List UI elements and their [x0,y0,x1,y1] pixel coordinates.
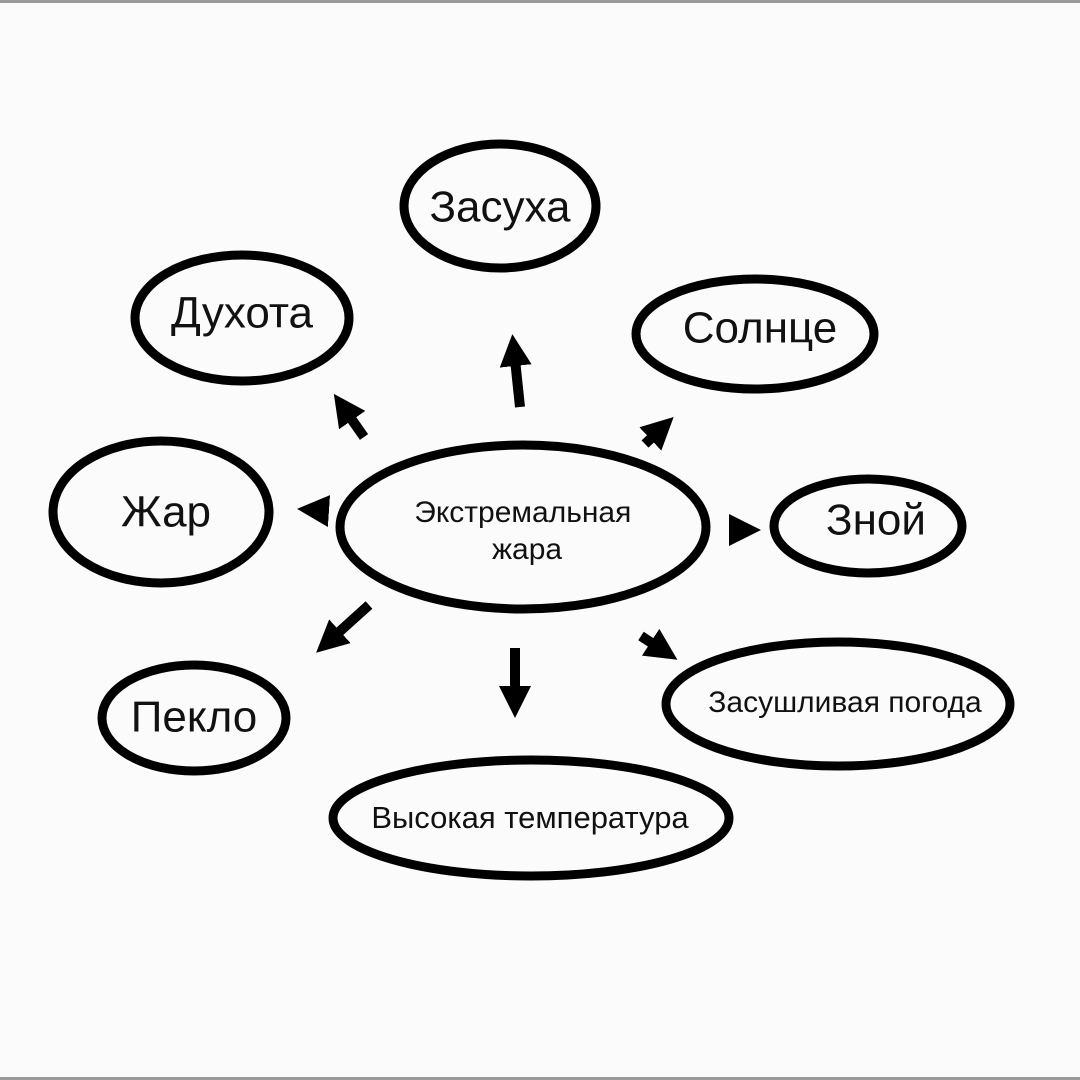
node-znoy-label: Зной [826,496,926,545]
node-znoy: Зной [769,474,967,578]
frame-top-border [0,0,1080,3]
frame-bottom-border [0,1077,1080,1080]
node-vysokaya-label: Высокая температура [371,800,689,835]
node-zhar-label: Жар [121,488,211,537]
arrow-to-zasushlivaya [638,628,678,660]
node-dukhota-ellipse [130,250,354,386]
arrow-to-solntse [639,417,674,451]
node-dukhota-label: Духота [171,289,313,338]
node-dukhota: Духота [130,250,354,386]
arrow-to-peklo [316,601,373,653]
arrow-to-zasukha [499,334,532,408]
node-solntse-ellipse [631,274,879,394]
node-zhar-ellipse [48,436,274,588]
node-peklo-label: Пекло [131,693,257,742]
node-zasukha-label: Засуха [429,183,571,232]
center-node-ellipse [335,440,711,614]
node-solntse: Солнце [631,274,879,394]
node-vysokaya-ellipse [328,755,734,881]
node-vysokaya: Высокая температура [328,755,734,881]
node-solntse-label: Солнце [683,304,837,353]
center-node-label: Экстремальная жара [414,496,639,566]
node-zasushlivaya: Засушливая погода [661,637,1015,771]
node-zasushlivaya-label: Засушливая погода [708,686,982,719]
node-zasukha-ellipse [399,139,601,273]
node-peklo-ellipse [97,660,291,776]
node-zasushlivaya-ellipse [661,637,1015,771]
center-node: Экстремальная жара [335,440,711,614]
node-zhar: Жар [48,436,274,588]
node-peklo: Пекло [97,660,291,776]
arrow-to-dukhota [333,393,369,440]
node-zasukha: Засуха [399,139,601,273]
center-label-line1: Экстремальная [414,496,631,529]
center-label-line2: жара [492,533,562,566]
node-znoy-ellipse [769,474,967,578]
arrow-to-zhar [297,495,331,528]
